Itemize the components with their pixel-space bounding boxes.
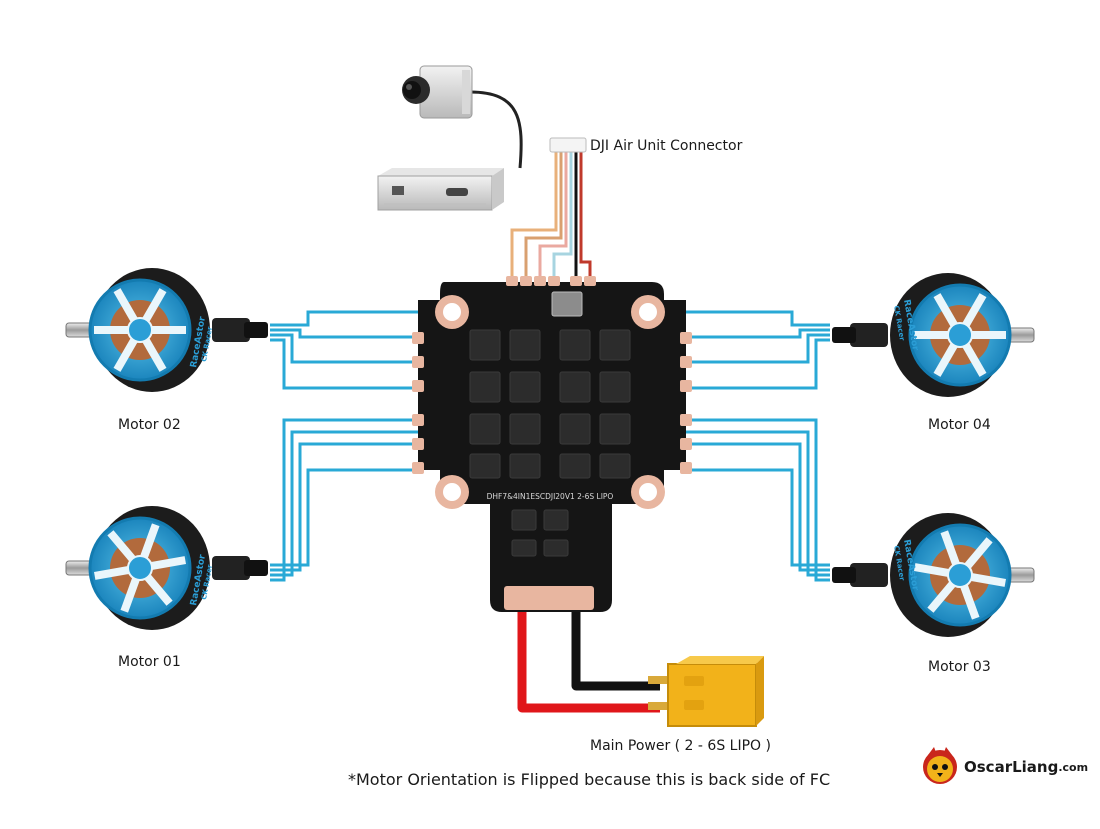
dji-air-unit (378, 168, 504, 210)
label-motor-02: Motor 02 (118, 417, 181, 433)
logo-name: OscarLiang (964, 758, 1058, 776)
dji-connector-plug (550, 138, 586, 152)
motor-03 (832, 513, 1034, 637)
label-main-power: Main Power ( 2 - 6S LIPO ) (590, 738, 771, 754)
logo-domain: .com (1058, 761, 1088, 774)
oscarliang-logo[interactable]: OscarLiang.com (958, 744, 1088, 790)
motor-01 (66, 506, 268, 630)
motor-wires-left (270, 312, 418, 580)
footnote: *Motor Orientation is Flipped because th… (348, 770, 830, 789)
label-motor-01: Motor 01 (118, 654, 181, 670)
logo-owl-icon (923, 747, 957, 784)
flight-controller-board: DHF7&4IN1ESCDJI20V1 2-6S LIPO (412, 276, 692, 612)
motor-02 (66, 268, 268, 392)
motor-04 (832, 273, 1034, 397)
label-dji-connector: DJI Air Unit Connector (590, 138, 742, 154)
motor-wires-right (686, 312, 830, 580)
xt60-connector (648, 656, 764, 726)
label-motor-04: Motor 04 (928, 417, 991, 433)
dji-connector-wires (512, 150, 590, 276)
label-motor-03: Motor 03 (928, 659, 991, 675)
power-leads (522, 612, 660, 708)
dji-camera (402, 66, 521, 168)
board-silkscreen: DHF7&4IN1ESCDJI20V1 2-6S LIPO (487, 492, 614, 501)
